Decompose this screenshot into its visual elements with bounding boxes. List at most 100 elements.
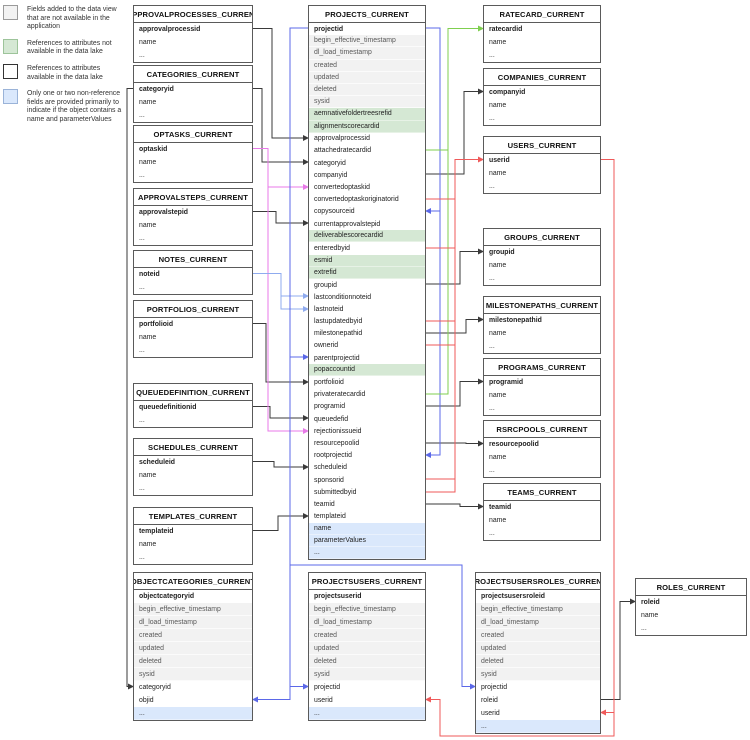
- field-row-approvalprocessid: approvalprocessid: [134, 23, 252, 36]
- field-row-milestonepathid: milestonepathid: [484, 314, 600, 327]
- relationship-line: [426, 378, 484, 407]
- field-row-convertedoptaskoriginatorid: convertedoptaskoriginatorid: [309, 193, 425, 206]
- field-row-approvalstepid: approvalstepid: [134, 206, 252, 219]
- relationship-line: [426, 440, 484, 447]
- field-row-ellipsis: ...: [134, 49, 252, 62]
- field-row-optaskid: optaskid: [134, 143, 252, 156]
- field-row-alignmentscorecardid: alignmentscorecardid: [309, 120, 425, 133]
- relationship-line: [253, 513, 309, 531]
- table-title: GROUPS_CURRENT: [484, 229, 600, 246]
- field-row-sysid: sysid: [134, 668, 252, 681]
- field-row-categoryid: categoryid: [134, 681, 252, 694]
- field-row-ellipsis: ...: [476, 720, 600, 733]
- relationship-line: [253, 323, 309, 385]
- table-title: TEAMS_CURRENT: [484, 484, 600, 501]
- field-row-ellipsis: ...: [134, 232, 252, 245]
- field-row-deleted: deleted: [309, 655, 425, 668]
- relationship-line: [426, 248, 484, 285]
- field-row-companyid: companyid: [309, 169, 425, 182]
- relationship-line: [252, 27, 308, 703]
- legend-text: Only one or two non-reference fields are…: [27, 90, 122, 123]
- field-row-ratecardid: ratecardid: [484, 23, 600, 36]
- field-row-created: created: [309, 629, 425, 642]
- field-row-name: name: [484, 389, 600, 402]
- legend-item-green: References to attributes not available i…: [3, 38, 128, 57]
- field-row-companyid: companyid: [484, 86, 600, 99]
- field-row-name: name: [484, 327, 600, 340]
- relationship-line: [425, 27, 441, 458]
- table-title: NOTES_CURRENT: [134, 251, 252, 268]
- field-row-userid: userid: [309, 694, 425, 707]
- legend: Fields added to the data view that are n…: [3, 5, 128, 132]
- field-row-name: name: [636, 609, 746, 622]
- field-row-sysid: sysid: [309, 96, 425, 109]
- table-title: OPTASKS_CURRENT: [134, 126, 252, 143]
- field-row-updated: updated: [309, 642, 425, 655]
- relationship-line: [426, 503, 484, 510]
- field-row-dl_load_timestamp: dl_load_timestamp: [309, 616, 425, 629]
- field-row-ellipsis: ...: [636, 622, 746, 635]
- field-row-enteredbyid: enteredbyid: [309, 242, 425, 255]
- legend-item-white: References to attributes available in th…: [3, 63, 128, 82]
- field-row-name: name: [309, 522, 425, 535]
- field-row-portfolioid: portfolioid: [309, 376, 425, 389]
- table-title: CATEGORIES_CURRENT: [134, 66, 252, 83]
- table-title: APPROVALSTEPS_CURRENT: [134, 189, 252, 206]
- field-row-aemnativefoldertreesrefid: aemnativefoldertreesrefid: [309, 108, 425, 121]
- field-row-sysid: sysid: [309, 668, 425, 681]
- field-row-programid: programid: [309, 400, 425, 413]
- legend-text: Fields added to the data view that are n…: [27, 6, 117, 31]
- field-row-scheduleid: scheduleid: [134, 456, 252, 469]
- relationship-line: [253, 461, 309, 470]
- field-row-dl_load_timestamp: dl_load_timestamp: [476, 616, 600, 629]
- legend-text: References to attributes available in th…: [27, 64, 103, 81]
- table-title: USERS_CURRENT: [484, 137, 600, 154]
- field-row-ellipsis: ...: [484, 402, 600, 415]
- field-row-objid: objid: [134, 694, 252, 707]
- field-row-ellipsis: ...: [134, 482, 252, 495]
- table-title: PROJECTSUSERS_CURRENT: [309, 573, 425, 590]
- field-row-queuedefinitionid: queuedefinitionid: [134, 401, 252, 414]
- field-row-ellipsis: ...: [309, 707, 425, 720]
- field-row-parentprojectid: parentprojectid: [309, 352, 425, 365]
- field-row-templateid: templateid: [134, 525, 252, 538]
- field-row-dl_load_timestamp: dl_load_timestamp: [309, 47, 425, 60]
- field-row-created: created: [134, 629, 252, 642]
- field-row-created: created: [476, 629, 600, 642]
- relationship-line: [253, 88, 309, 165]
- table-approvalprocesses_current[interactable]: APPROVALPROCESSES_CURRENTapprovalprocess…: [133, 5, 253, 63]
- field-row-categoryid: categoryid: [309, 157, 425, 170]
- field-row-ellipsis: ...: [134, 551, 252, 564]
- relationship-line: [426, 156, 484, 493]
- table-title: ROLES_CURRENT: [636, 579, 746, 596]
- table-title: TEMPLATES_CURRENT: [134, 508, 252, 525]
- field-row-privateratecardid: privateratecardid: [309, 388, 425, 401]
- field-row-projectid: projectid: [309, 23, 425, 36]
- field-row-ellipsis: ...: [484, 49, 600, 62]
- field-row-sponsorid: sponsorid: [309, 473, 425, 487]
- field-row-lastnoteid: lastnoteid: [309, 303, 425, 316]
- field-row-name: name: [484, 259, 600, 272]
